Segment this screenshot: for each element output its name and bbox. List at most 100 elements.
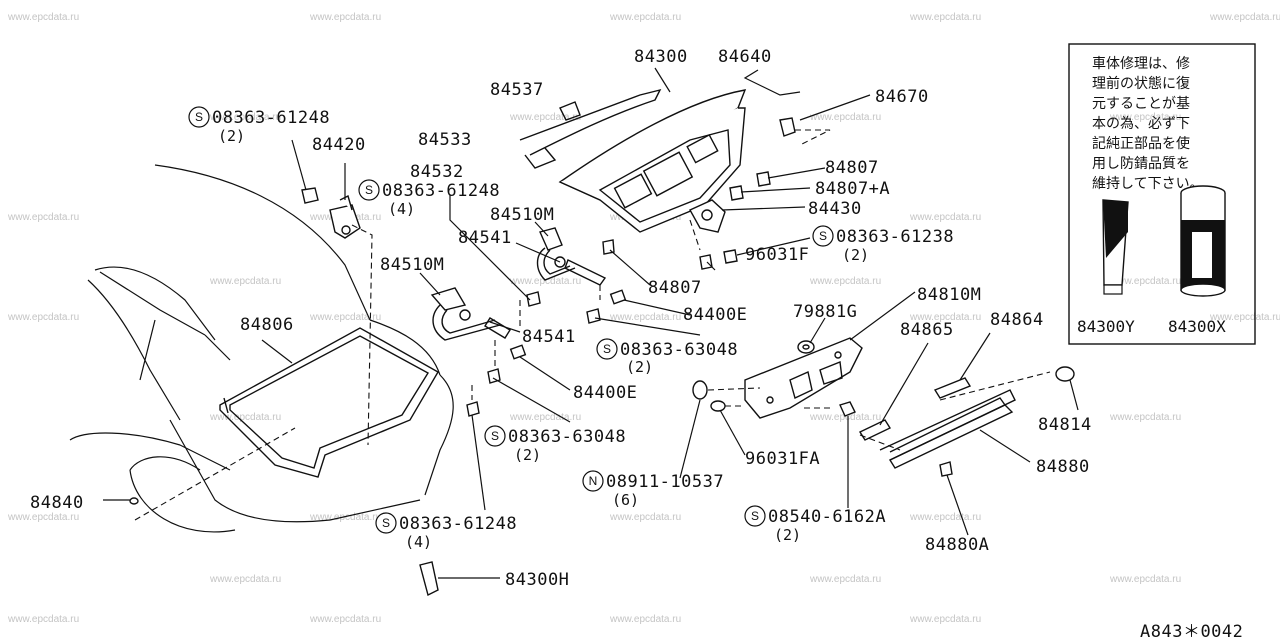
dash-84670 <box>795 129 831 146</box>
nut-symbol <box>582 470 604 492</box>
screw-callout-s2: S 08363-61248 (4) <box>358 179 500 218</box>
label-84300h: 84300H <box>505 570 569 590</box>
label-s1-qty: (2) <box>218 127 245 145</box>
watermark: www.epcdata.ru <box>609 312 681 323</box>
bolt-icon <box>509 289 627 360</box>
leader-84670 <box>799 94 871 121</box>
label-s3-number: 08363-61238 <box>836 227 954 247</box>
label-84541-lower: 84541 <box>522 327 576 347</box>
label-s5-number: 08363-63048 <box>508 427 626 447</box>
label-s6-number: 08363-61248 <box>399 514 517 534</box>
screw-callout-s3: S 08363-61238 (2) <box>812 225 954 264</box>
label-n1-number: 08911-10537 <box>606 472 724 492</box>
leader-84300 <box>654 67 671 93</box>
leader-s5 <box>492 377 571 423</box>
dash-hinge <box>351 224 373 446</box>
label-84430: 84430 <box>808 199 862 219</box>
clip-icon <box>129 497 139 505</box>
screw-symbol-letter: S <box>819 229 827 243</box>
watermark: www.epcdata.ru <box>609 512 681 523</box>
leader-79881g <box>809 317 826 344</box>
label-84640: 84640 <box>718 47 772 67</box>
screw-symbol <box>596 338 618 360</box>
watermark: www.epcdata.ru <box>1109 112 1181 123</box>
touch-up-tube-icon <box>1102 199 1129 295</box>
note-line: 維持して下さい。 <box>1092 176 1204 192</box>
screw-symbol-letter: S <box>603 342 611 356</box>
watermark: www.epcdata.ru <box>1209 12 1280 23</box>
label-84533: 84533 <box>418 130 472 150</box>
label-s3-qty: (2) <box>842 246 869 264</box>
leader-84865 <box>879 342 929 426</box>
label-84807-b: 84807 <box>648 278 702 298</box>
torsion-bar-icon <box>430 287 511 341</box>
watermark: www.epcdata.ru <box>1109 574 1181 585</box>
label-96031fa: 96031FA <box>745 449 820 469</box>
watermark: www.epcdata.ru <box>309 12 381 23</box>
label-84806: 84806 <box>240 315 294 335</box>
screw-symbol-letter: S <box>751 509 759 523</box>
bolt-icon <box>692 380 856 417</box>
screw-symbol <box>744 505 766 527</box>
label-84814: 84814 <box>1038 415 1092 435</box>
diagram-code: A843＊0042 <box>1140 622 1243 640</box>
watermark: www.epcdata.ru <box>209 412 281 423</box>
watermark: www.epcdata.ru <box>1209 312 1280 323</box>
note-line: 用し防錆品質を <box>1092 155 1190 172</box>
leader-s3 <box>736 237 811 256</box>
leader-s6 <box>471 414 486 511</box>
label-84807a: 84807+A <box>815 179 890 199</box>
label-s4-number: 08363-63048 <box>620 340 738 360</box>
screw-symbol <box>188 106 210 128</box>
label-s7-qty: (2) <box>774 526 801 544</box>
dash-e <box>689 219 701 251</box>
nut-symbol-letter: N <box>589 474 598 488</box>
label-84532: 84532 <box>410 162 464 182</box>
leader-84640 <box>743 69 801 96</box>
note-box: 車体修理は、修 理前の状態に復 元することが基 本の為、必ず下 記純正部品を使 … <box>1068 43 1256 345</box>
watermark: www.epcdata.ru <box>909 212 981 223</box>
can-part-number: 84300X <box>1168 317 1226 336</box>
note-line: 理前の状態に復 <box>1092 75 1190 92</box>
nut-callout-n1: N 08911-10537 (6) <box>582 470 724 509</box>
screw-callout-s1: S 08363-61248 (2) <box>188 106 330 145</box>
clip-icon <box>797 340 815 354</box>
label-s2-qty: (4) <box>388 200 415 218</box>
label-84537: 84537 <box>490 80 544 100</box>
watermarks: www.epcdata.ru www.epcdata.ru www.epcdat… <box>7 12 1280 625</box>
label-84541-upper: 84541 <box>458 228 512 248</box>
watermark: www.epcdata.ru <box>909 614 981 625</box>
note-line: 車体修理は、修 <box>1092 55 1190 72</box>
watermark: www.epcdata.ru <box>909 12 981 23</box>
bolt-icon <box>466 171 771 417</box>
screw-symbol-letter: S <box>365 183 373 197</box>
leader-84541-b <box>489 321 521 333</box>
watermark: www.epcdata.ru <box>7 12 79 23</box>
label-84400e-b: 84400E <box>573 383 637 403</box>
watermark: www.epcdata.ru <box>1109 412 1181 423</box>
screw-symbol <box>375 512 397 534</box>
watermark: www.epcdata.ru <box>809 574 881 585</box>
label-s7-number: 08540-6162A <box>768 507 886 527</box>
screw-callout-s6: S 08363-61248 (4) <box>375 512 517 551</box>
watermark: www.epcdata.ru <box>509 276 581 287</box>
label-84807-a: 84807 <box>825 158 879 178</box>
leader-s1 <box>291 139 307 191</box>
leader-84400e-a <box>623 299 691 316</box>
leader-84814 <box>1069 379 1079 411</box>
watermark: www.epcdata.ru <box>1109 276 1181 287</box>
label-84880: 84880 <box>1036 457 1090 477</box>
watermark: www.epcdata.ru <box>309 614 381 625</box>
spray-can-icon <box>1180 185 1226 297</box>
part-labels: 84300 84640 84670 84537 84533 84532 S 08… <box>30 47 1092 590</box>
leader-s2 <box>449 195 531 301</box>
watermark: www.epcdata.ru <box>509 412 581 423</box>
note-line: 本の為、必ず下 <box>1092 116 1190 132</box>
watermark: www.epcdata.ru <box>509 112 581 123</box>
label-s2-number: 08363-61248 <box>382 181 500 201</box>
screw-callout-s7: S 08540-6162A (2) <box>744 505 886 544</box>
watermark: www.epcdata.ru <box>209 276 281 287</box>
leader-96031f <box>706 261 716 271</box>
watermark: www.epcdata.ru <box>309 312 381 323</box>
